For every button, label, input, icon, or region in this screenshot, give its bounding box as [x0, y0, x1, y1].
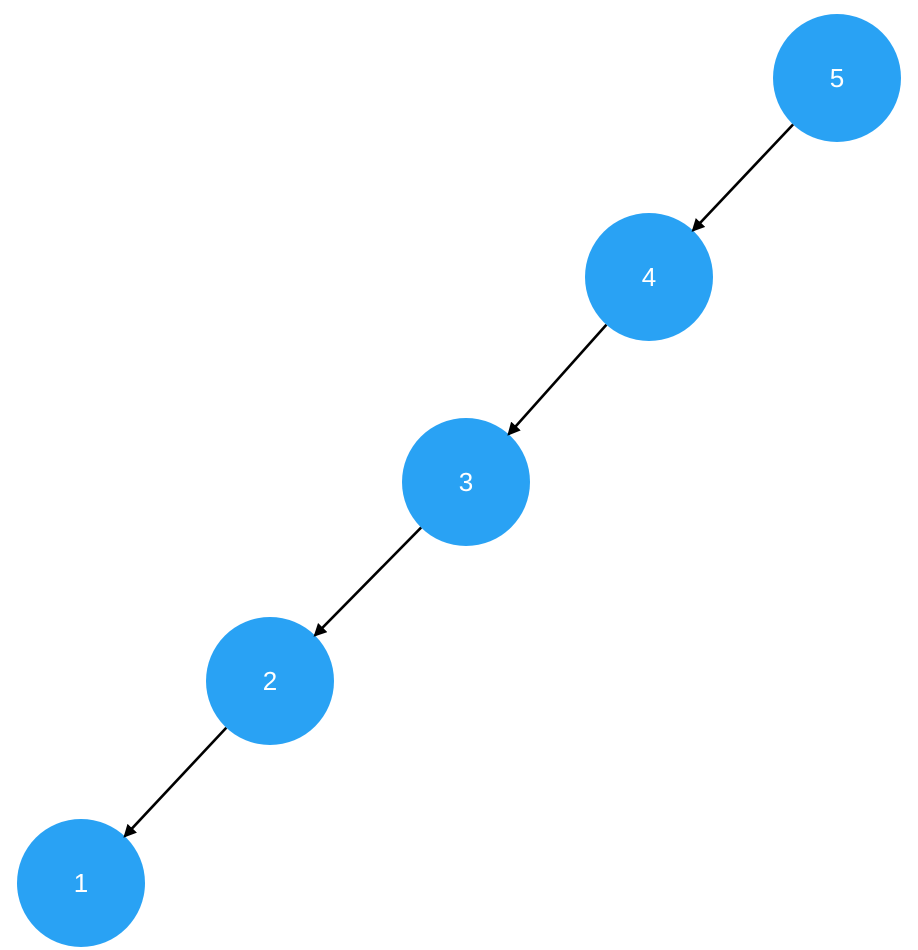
- graph-node[interactable]: 1: [17, 819, 145, 947]
- graph-edge: [123, 726, 228, 838]
- graph-edge: [507, 323, 608, 436]
- graph-node[interactable]: 3: [402, 418, 530, 546]
- node-label: 4: [641, 262, 657, 292]
- graph-node[interactable]: 4: [585, 213, 713, 341]
- graph-edge: [691, 123, 794, 232]
- graph-edge: [313, 526, 423, 637]
- graph-node[interactable]: 5: [773, 14, 901, 142]
- node-label: 2: [262, 666, 278, 696]
- node-label: 1: [73, 868, 89, 898]
- graph-node[interactable]: 2: [206, 617, 334, 745]
- node-label: 5: [829, 63, 845, 93]
- node-label: 3: [458, 467, 474, 497]
